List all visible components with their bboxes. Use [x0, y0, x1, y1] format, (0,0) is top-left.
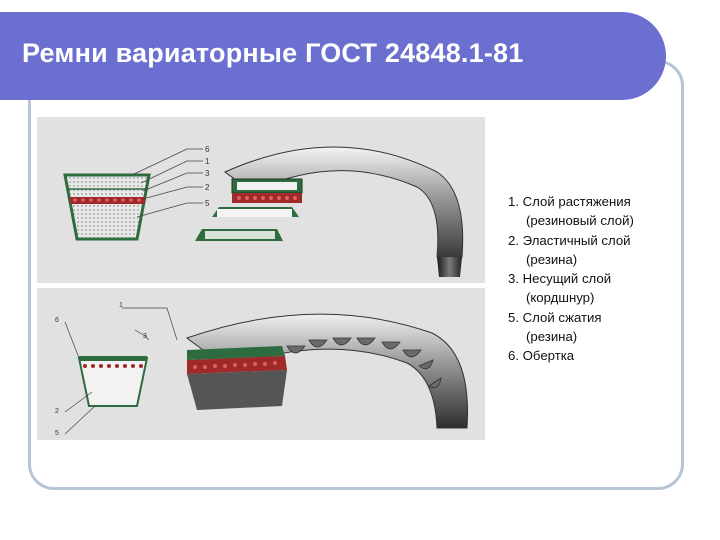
- title-underline: [0, 92, 637, 95]
- callout-label: 2: [55, 408, 59, 415]
- callout-label: 6: [55, 317, 59, 324]
- layer-legend: 1. Слой растяжения (резиновый слой) 2. Э…: [508, 192, 698, 366]
- legend-item-detail: (резина): [526, 251, 578, 267]
- legend-item: 2. Эластичный слой (резина): [508, 231, 698, 270]
- legend-item: 6. Обертка: [508, 346, 698, 365]
- callout-label: 3: [205, 169, 210, 178]
- legend-item-label: 6. Обертка: [508, 348, 575, 364]
- page-title: Ремни вариаторные ГОСТ 24848.1-81: [22, 38, 524, 68]
- legend-item: 5. Слой сжатия (резина): [508, 308, 698, 347]
- legend-item-label: 5. Слой сжатия: [508, 309, 602, 325]
- legend-item-label: 3. Несущий слой: [508, 271, 612, 287]
- callout-label: 1: [205, 157, 210, 166]
- callout-label: 6: [205, 145, 210, 154]
- callout-label: 1: [119, 302, 123, 309]
- belt-drawing-bottom: 1 6 3 2 5: [55, 302, 469, 437]
- title-banner: [0, 12, 666, 100]
- callout-label: 5: [55, 430, 59, 437]
- callout-label: 2: [205, 183, 210, 192]
- belt-figure-top: 6 1 3 2 5: [37, 117, 485, 283]
- legend-item-label: 1. Слой растяжения: [508, 194, 631, 209]
- belt-figure-bottom: 1 6 3 2 5: [37, 288, 485, 440]
- legend-item-detail: (кордшнур): [526, 290, 595, 306]
- callout-label: 5: [205, 199, 210, 208]
- belt-drawing-top: 6 1 3 2 5: [63, 145, 464, 277]
- legend-item: 1. Слой растяжения (резиновый слой): [508, 192, 698, 231]
- legend-item-detail: (резиновый слой): [526, 213, 634, 229]
- legend-item-label: 2. Эластичный слой: [508, 232, 631, 248]
- legend-item-detail: (резина): [526, 329, 578, 345]
- callout-label: 3: [143, 333, 147, 340]
- legend-item: 3. Несущий слой (кордшнур): [508, 269, 698, 308]
